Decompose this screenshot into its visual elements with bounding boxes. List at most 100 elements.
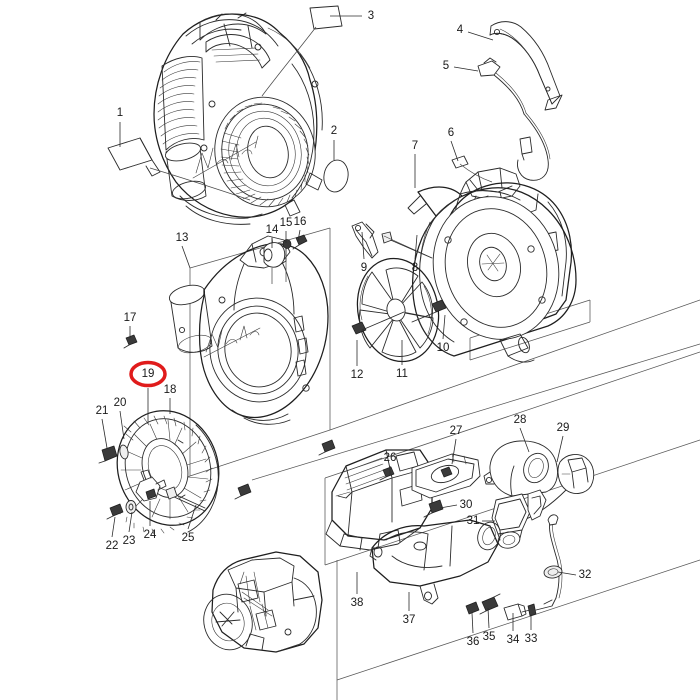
leader-line-16 [297, 229, 301, 242]
callout-number-6[interactable]: 6 [448, 127, 454, 139]
callout-number-13[interactable]: 13 [176, 232, 189, 244]
callout-number-38[interactable]: 38 [351, 597, 364, 609]
part-30-screw [423, 499, 444, 518]
callout-number-26[interactable]: 26 [384, 452, 397, 464]
leader-line-5 [453, 66, 479, 72]
leader-line-6 [450, 140, 459, 162]
callout-leader-lines [101, 15, 577, 634]
part-31-gasket [491, 493, 531, 549]
callout-number-17[interactable]: 17 [124, 312, 137, 324]
part-21-bolt [98, 445, 118, 464]
callout-number-12[interactable]: 12 [351, 369, 364, 381]
highlight-ellipse-part-19[interactable] [129, 360, 167, 388]
part-24-coil [135, 469, 167, 502]
part-1-boot [107, 137, 161, 177]
part-29-bracket [527, 489, 547, 521]
group-engine-assembly [107, 5, 349, 225]
callout-number-35[interactable]: 35 [483, 631, 496, 643]
highlight-marker[interactable]: 19 [129, 360, 167, 388]
part-6-clip [451, 155, 469, 169]
part-15-washer [282, 239, 292, 249]
callout-number-33[interactable]: 33 [525, 633, 538, 645]
callout-number-1[interactable]: 1 [117, 107, 123, 119]
part-13-crankcase [168, 235, 329, 425]
part-8-rod [381, 231, 433, 259]
callout-number-18[interactable]: 18 [164, 384, 177, 396]
part-26-screw [379, 466, 395, 481]
callout-number-22[interactable]: 22 [106, 540, 119, 552]
brand-relief [192, 135, 259, 179]
part-35-bolt [479, 593, 501, 615]
leader-line-29 [556, 435, 564, 463]
leader-line-27 [451, 438, 457, 465]
part-36-screw [465, 601, 480, 615]
callout-number-3[interactable]: 3 [368, 10, 374, 22]
part-7-blower-housing [407, 186, 577, 363]
part-22-screw [106, 503, 124, 520]
callout-number-37[interactable]: 37 [403, 614, 416, 626]
leader-line-21 [101, 418, 108, 449]
callout-number-11[interactable]: 11 [396, 368, 408, 380]
callout-number-10[interactable]: 10 [437, 342, 450, 354]
callout-number-15[interactable]: 15 [280, 217, 293, 229]
leader-line-35 [487, 607, 490, 629]
part-23-washer [125, 500, 137, 514]
group-recoil-flywheel [98, 234, 336, 535]
callout-number-27[interactable]: 27 [450, 425, 463, 437]
part-34-connector [503, 603, 531, 621]
callout-number-7[interactable]: 7 [412, 140, 418, 152]
callout-number-19-highlighted[interactable]: 19 [142, 368, 155, 380]
callout-number-36[interactable]: 36 [467, 636, 480, 648]
part-32-lead [535, 514, 563, 611]
leader-line-28 [519, 427, 530, 453]
leader-line-13 [181, 245, 191, 269]
callout-number-34[interactable]: 34 [507, 634, 520, 646]
callout-number-5[interactable]: 5 [443, 60, 449, 72]
part-10-bolt [411, 299, 447, 323]
callout-number-4[interactable]: 4 [457, 24, 464, 36]
leader-line-30 [439, 504, 458, 509]
callout-number-14[interactable]: 14 [266, 224, 279, 236]
part-33-terminal [527, 603, 537, 617]
leader-line-36 [471, 612, 474, 634]
callout-number-32[interactable]: 32 [579, 569, 592, 581]
highlight-ellipse-fill [134, 366, 162, 382]
part-5-switch [477, 57, 551, 181]
part-17-screw [123, 334, 138, 349]
callout-number-21[interactable]: 21 [96, 405, 109, 417]
group-engine-detail [203, 551, 323, 653]
callout-number-30[interactable]: 30 [460, 499, 473, 511]
part-29-boot [557, 454, 595, 494]
callout-number-20[interactable]: 20 [114, 397, 127, 409]
leader-line-4 [467, 31, 494, 41]
callout-number-23[interactable]: 23 [123, 535, 136, 547]
callout-numbers: 1234567891011121314151617181920212223242… [96, 10, 592, 648]
leader-line-22 [111, 516, 116, 538]
callout-number-8[interactable]: 8 [412, 262, 418, 274]
callout-number-16[interactable]: 16 [294, 216, 307, 228]
callout-number-29[interactable]: 29 [557, 422, 570, 434]
callout-number-24[interactable]: 24 [144, 529, 157, 541]
leader-line-10 [442, 314, 446, 340]
panel-boundaries [154, 227, 700, 700]
callout-number-25[interactable]: 25 [182, 532, 195, 544]
callout-number-31[interactable]: 31 [467, 515, 480, 527]
callout-number-9[interactable]: 9 [361, 262, 367, 274]
panel-screws [234, 439, 336, 500]
leader-line-8 [414, 234, 418, 260]
part-20-washer [119, 444, 129, 460]
part-37-intake-pipe [369, 519, 501, 605]
callout-number-2[interactable]: 2 [331, 125, 337, 137]
group-muffler-intake [325, 440, 595, 621]
part-2-cap [323, 159, 349, 193]
leader-line-32 [557, 571, 577, 576]
group-blower-housing [351, 186, 577, 363]
callout-number-28[interactable]: 28 [514, 414, 527, 426]
leader-line-20 [119, 410, 125, 440]
part-25-bolt [165, 486, 206, 512]
leader-line-9 [361, 231, 365, 260]
leader-line-23 [128, 511, 133, 533]
